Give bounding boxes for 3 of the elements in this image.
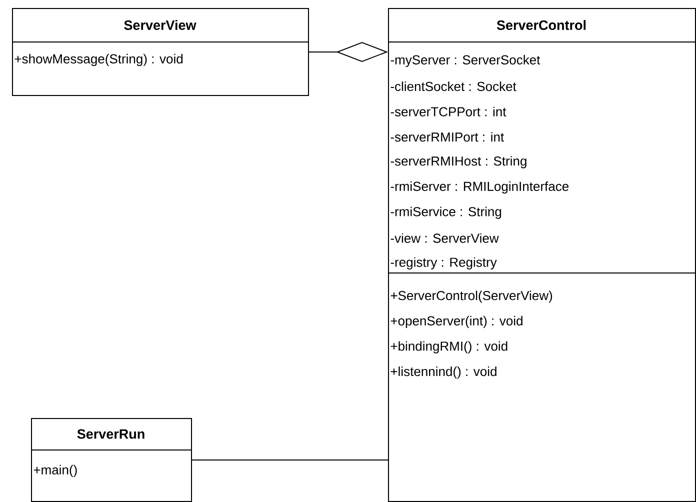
class-box: ServerRun +main() <box>30 418 192 502</box>
class-box: ServerView +showMessage(String) : void <box>12 8 309 96</box>
class-box: ServerControl -myServer : ServerSocket -clientSocket : Socket -serverTCPPort : int -serverRMIPort : int -serverRMIHost : String -rmiServer : RMILoginInterface -rmiService : String -view : ServerView -registry : Registry +ServerControl(ServerView) +openServer(int) : void +bindingRMI() : void +listennind() : void <box>388 8 696 502</box>
